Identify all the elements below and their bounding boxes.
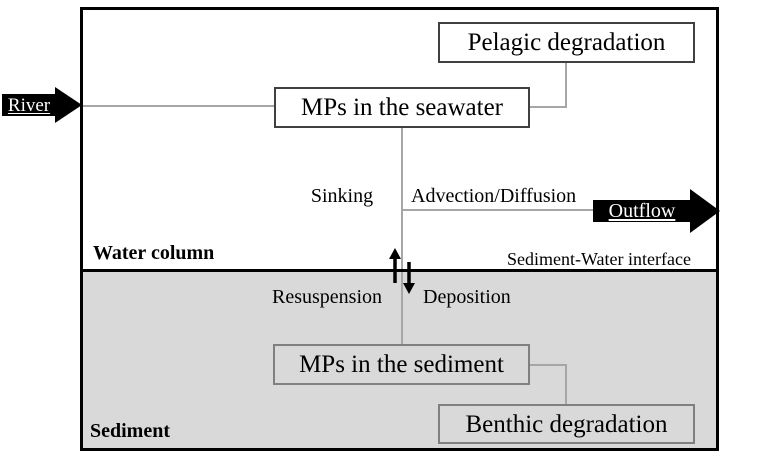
- benthic-degradation-label: Benthic degradation: [465, 410, 668, 438]
- outflow-arrow: Outflow: [593, 200, 691, 222]
- river-arrow-label: River: [7, 94, 51, 116]
- pelagic-connector-horizontal: [529, 106, 567, 108]
- pelagic-degradation-box: Pelagic degradation: [438, 22, 695, 63]
- advection-diffusion-label: Advection/Diffusion: [411, 185, 577, 207]
- sediment-region-label: Sediment: [90, 420, 170, 442]
- advection-flow-line: [402, 209, 594, 211]
- outflow-arrowhead-icon: [690, 189, 720, 233]
- mps-sediment-box: MPs in the sediment: [273, 344, 530, 385]
- mps-seawater-label: MPs in the seawater: [300, 94, 504, 121]
- resuspension-arrow-icon: [389, 248, 401, 283]
- mps-sediment-label: MPs in the sediment: [299, 351, 504, 378]
- river-flow-line: [81, 105, 274, 107]
- benthic-connector-horizontal: [529, 364, 567, 366]
- sinking-flow-line: [401, 127, 403, 345]
- deposition-arrow-icon: [403, 262, 415, 294]
- pelagic-degradation-label: Pelagic degradation: [467, 29, 666, 56]
- outflow-arrow-label: Outflow: [608, 200, 676, 222]
- sediment-water-interface-label: Sediment-Water interface: [507, 249, 691, 269]
- deposition-label: Deposition: [423, 286, 511, 308]
- water-column-region-label: Water column: [93, 242, 215, 264]
- interface-exchange-arrows: [389, 248, 415, 294]
- sinking-label: Sinking: [310, 185, 374, 207]
- pelagic-connector-vertical: [565, 63, 567, 108]
- mps-seawater-box: MPs in the seawater: [274, 87, 530, 128]
- benthic-degradation-box: Benthic degradation: [438, 404, 695, 444]
- benthic-connector-vertical: [565, 364, 567, 405]
- sediment-water-interface-line: [81, 269, 718, 272]
- river-arrowhead-icon: [55, 87, 82, 123]
- river-arrow: River: [2, 94, 56, 116]
- resuspension-label: Resuspension: [272, 286, 382, 308]
